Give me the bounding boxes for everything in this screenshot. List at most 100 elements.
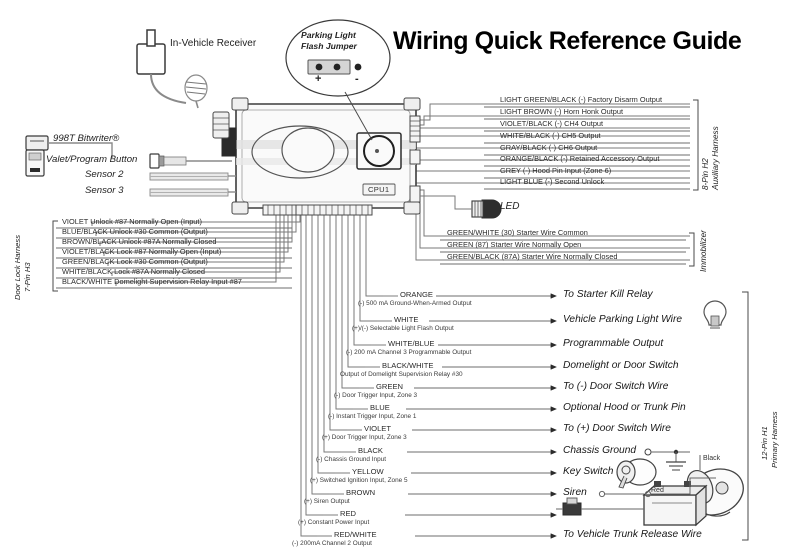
cpu-label: CPU1 [368,185,390,194]
fuse-icon [562,497,582,516]
primary-wire-name-0: ORANGE [400,290,433,299]
sensor-3-label: Sensor 3 [85,185,124,196]
primary-wire-desc-4: (-) Door Trigger Input, Zone 3 [334,392,418,399]
immobilizer-name-text: Immobilizer [699,230,708,272]
aux-row-4: GRAY/BLACK (-) CH6 Output [500,143,598,152]
parking-light-bulb-icon [703,300,727,329]
doorlock-bracket [52,220,58,292]
primary-wire-name-3: BLACK/WHITE [382,361,434,370]
aux-row-2: VIOLET/BLACK (-) CH4 Output [500,119,604,128]
primary-wire-desc-8: (+) Switched Ignition Input, Zone 5 [310,477,408,484]
primary-dest-arrows [405,293,557,539]
aux-row-0: LIGHT GREEN/BLACK (-) Factory Disarm Out… [500,95,663,104]
jumper-title-line1: Parking Light [301,30,356,40]
primary-wire-desc-6: (+) Door Trigger Input, Zone 3 [322,434,407,441]
primary-harness-bracket [742,291,749,541]
aux-row-3: WHITE/BLACK (-) CH5 Output [500,131,601,140]
sensor-2-label: Sensor 2 [85,169,124,180]
primary-wire-dest-3: Domelight or Door Switch [563,360,679,371]
valet-button [149,153,232,169]
primary-wire-name-7: BLACK [358,446,383,455]
doorlock-row-1: BLUE/BLACK Unlock #30 Common (Output) [62,227,208,236]
page-title: Wiring Quick Reference Guide [393,27,742,55]
primary-wire-name-11: RED/WHITE [334,530,377,539]
sensor-cables [149,172,236,197]
aux-row-7: LIGHT BLUE (-) Second Unlock [500,177,605,186]
chassis-ground-symbol [644,448,690,471]
primary-name-line1: 12-Pin H1 [760,426,769,460]
bitwriter-label: 998T Bitwriter® [53,133,120,144]
accessory-connection-lines [556,455,716,510]
primary-wire-name-6: VIOLET [364,424,392,433]
doorlock-row-3: VIOLET/BLACK Lock #87 Normally Open (Inp… [62,247,222,256]
primary-wire-name-8: YELLOW [352,467,384,476]
aux-harness-name-line1: 8-Pin H2 [701,158,710,190]
primary-wire-dest-6: To (+) Door Switch Wire [563,423,671,434]
jumper-plus-sign: + [315,73,322,85]
primary-wire-desc-7: (-) Chassis Ground Input [316,456,386,463]
primary-wire-dest-11: To Vehicle Trunk Release Wire [563,529,702,540]
aux-row-5: ORANGE/BLACK (-) Retained Accessory Outp… [500,154,660,163]
aux-row-6: GREY (-) Hood Pin Input (Zone 6) [500,166,612,175]
receiver-cable-coil [184,74,208,109]
primary-wire-name-5: BLUE [370,403,390,412]
immobilizer-row-0: GREEN/WHITE (30) Starter Wire Common [447,228,588,237]
primary-name-rules [317,295,398,537]
primary-wire-dest-8: Key Switch [563,466,614,477]
aux-harness-name-line2: Auxiliary Harness [711,126,720,190]
led-device [420,195,502,219]
primary-wire-desc-10: (+) Constant Power Input [298,519,370,526]
primary-wire-dest-7: Chassis Ground [563,445,637,456]
primary-wire-dest-0: To Starter Kill Relay [563,289,653,300]
primary-wire-dest-2: Programmable Output [563,338,664,349]
doorlock-harness-subname: Door Lock Harness [13,235,118,309]
control-module [215,97,421,216]
immobilizer-name: Immobilizer [699,230,759,281]
led-label: LED [500,201,520,212]
immobilizer-row-1: GREEN (87) Starter Wire Normally Open [447,240,582,249]
doorlock-name-line1: 7-Pin H3 [23,262,32,292]
immobilizer-rules [440,239,686,265]
siren-red-wire-label: Red [651,487,664,494]
jumper-minus-sign: - [355,73,359,85]
immobilizer-wires [412,189,690,261]
primary-wire-name-2: WHITE/BLUE [388,339,435,348]
siren-black-wire-label: Black [703,455,721,462]
primary-wire-desc-3: Output of Domelight Supervision Relay #3… [340,371,463,378]
primary-wire-desc-1: (+)/(-) Selectable Light Flash Output [352,325,454,332]
primary-name-line2: Primary Harness [770,411,779,468]
aux-row-1: LIGHT BROWN (-) Horn Honk Output [500,107,624,116]
valet-program-button-label: Valet/Program Button [46,154,138,165]
primary-wire-dest-4: To (-) Door Switch Wire [563,381,669,392]
doorlock-row-2: BROWN/BLACK Unlock #87A Normally Closed [62,237,217,246]
doorlock-row-5: WHITE/BLACK Lock #87A Normally Closed [62,267,205,276]
primary-wire-desc-9: (+) Siren Output [304,498,350,505]
primary-wire-desc-2: (-) 200 mA Channel 3 Programmable Output [346,349,472,356]
doorlock-row-6: BLACK/WHITE Domelight Supervision Relay … [62,277,242,286]
bitwriter-device [25,135,113,177]
immobilizer-bracket [689,232,695,267]
primary-wire-dest-5: Optional Hood or Trunk Pin [563,402,686,413]
primary-wire-name-9: BROWN [346,488,376,497]
doorlock-row-4: GREEN/BLACK Lock #30 Common (Output) [62,257,208,266]
aux-harness-subname: Auxiliary Harness [711,126,800,199]
antenna-coil [212,111,230,139]
primary-wire-dest-9: Siren [563,487,587,498]
immobilizer-row-2: GREEN/BLACK (87A) Starter Wire Normally … [447,252,618,261]
doorlock-row-0: VIOLET Unlock #87 Normally Open (Input) [62,217,202,226]
primary-wire-name-10: RED [340,509,357,518]
jumper-title-line2: Flash Jumper [301,41,357,51]
primary-wire-desc-5: (-) Instant Trigger Input, Zone 1 [328,413,417,420]
doorlock-rules [56,227,292,289]
primary-harness-wires [300,214,383,537]
primary-wire-dest-1: Vehicle Parking Light Wire [563,314,683,325]
receiver-device [136,29,187,104]
primary-wire-name-4: GREEN [376,382,404,391]
doorlock-name-line2: Door Lock Harness [13,235,22,300]
primary-wire-name-1: WHITE [394,315,419,324]
jumper-callout [285,19,391,141]
primary-wire-desc-11: (-) 200mA Channel 2 Output [292,540,372,547]
aux-harness-bracket [693,99,699,191]
